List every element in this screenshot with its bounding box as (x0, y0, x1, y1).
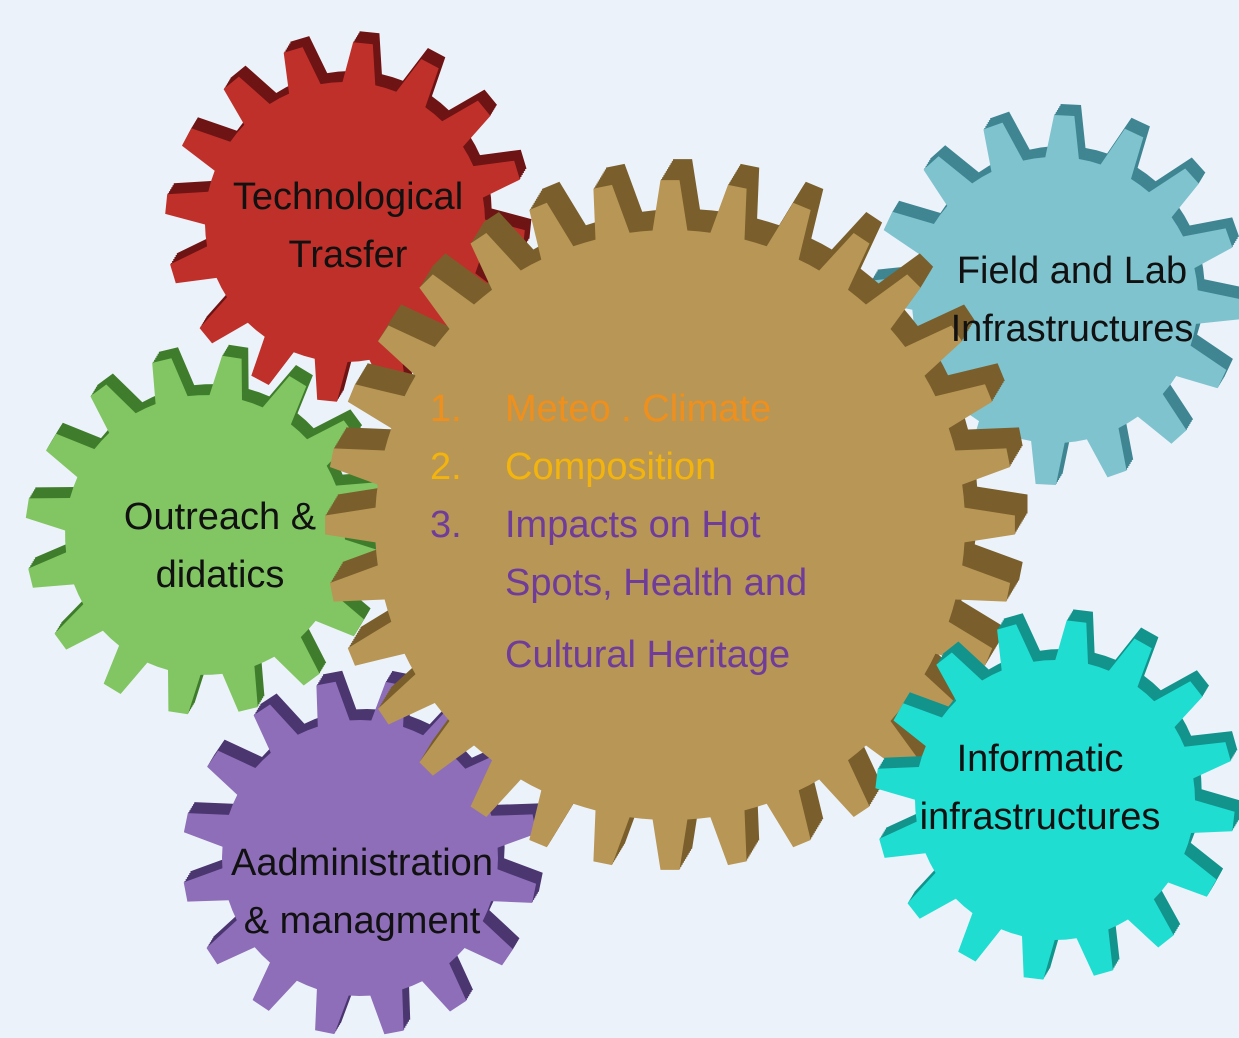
gear-face (183, 681, 537, 1035)
topic-number: 3. (430, 504, 462, 546)
topic-number: 2. (430, 446, 462, 488)
gear-outreach-icon (25, 344, 391, 715)
topic-item-3: 3. Impacts on Hot Spots, Health and Cult… (430, 496, 807, 684)
gear-face (875, 620, 1235, 980)
topic-text: Cultural Heritage (505, 634, 791, 676)
topics-list: 1. Meteo . Climate 2. Composition 3. Imp… (430, 380, 807, 684)
topic-text: Spots, Health and (505, 562, 808, 604)
gear-informatic-icon (875, 609, 1239, 980)
gear-face (25, 355, 385, 715)
topic-text: Impacts on Hot (505, 504, 761, 546)
topic-item-1: 1. Meteo . Climate (430, 380, 807, 438)
gear-technological-icon (165, 31, 532, 402)
topic-text: Meteo . Climate (505, 388, 772, 430)
label-outreach-didatics: Outreach &didatics (123, 496, 317, 596)
topic-item-2: 2. Composition (430, 438, 807, 496)
gear-face (165, 42, 525, 402)
topic-number: 1. (430, 388, 462, 430)
gear-central-icon (325, 159, 1028, 870)
label-administration-managment: Aadministration& managment (231, 842, 493, 942)
gear-administration-icon (183, 670, 543, 1035)
topic-text: Composition (505, 446, 717, 488)
gear-face (325, 180, 1015, 870)
